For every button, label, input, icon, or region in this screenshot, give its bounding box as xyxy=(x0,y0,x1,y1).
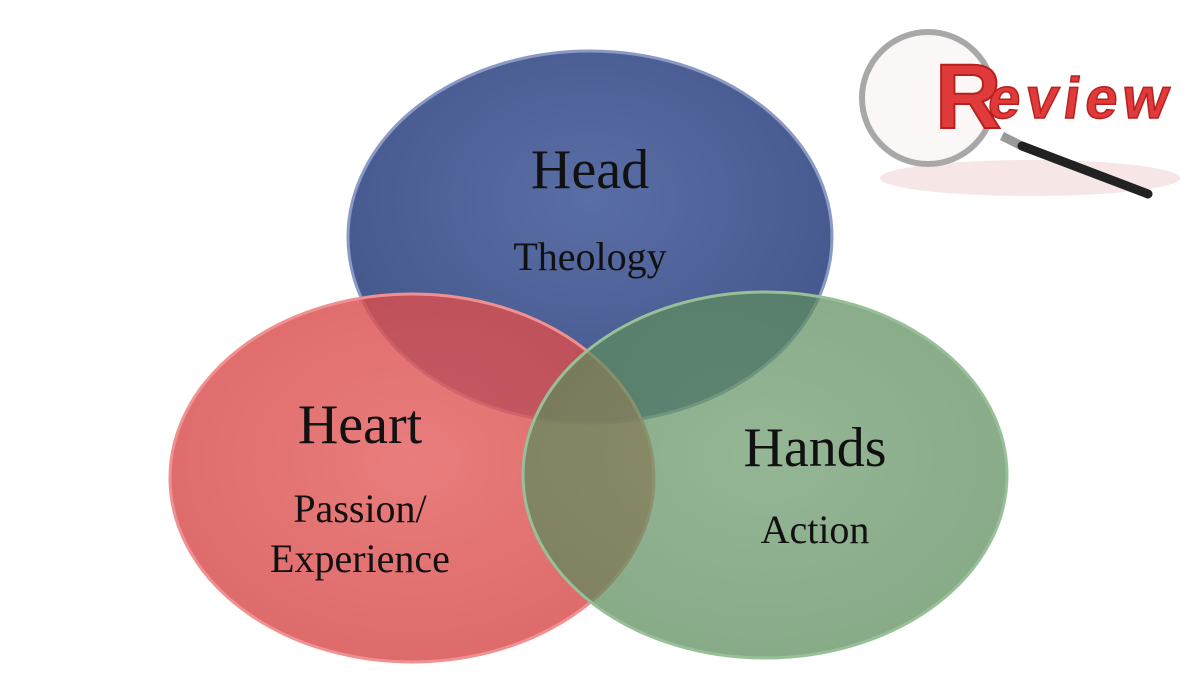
head-subtitle: Theology xyxy=(513,234,667,279)
heart-subtitle-line1: Passion/ xyxy=(293,486,427,531)
hands-subtitle: Action xyxy=(760,507,870,552)
heart-title: Heart xyxy=(297,394,423,456)
heart-subtitle-line2: Experience xyxy=(270,536,450,581)
svg-text:eview: eview xyxy=(984,66,1174,131)
head-title: Head xyxy=(530,139,650,201)
hands-circle xyxy=(521,290,1009,660)
magnifying-glass-icon: R eview xyxy=(859,29,1180,199)
review-logo: R eview xyxy=(850,18,1190,218)
hands-title: Hands xyxy=(743,417,887,479)
svg-text:R: R xyxy=(935,46,1001,148)
